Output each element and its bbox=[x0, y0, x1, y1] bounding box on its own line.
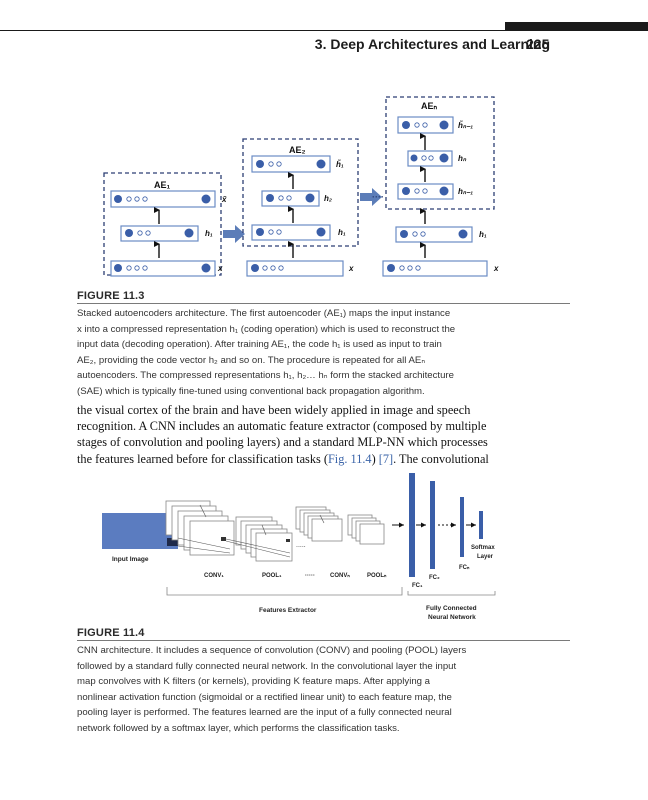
fc1-label: FC₁ bbox=[412, 583, 423, 589]
ae1-x-label: x bbox=[217, 264, 223, 273]
body-text-span: the features learned before for classifi… bbox=[77, 452, 328, 466]
figure-11-3-caption: Stacked autoencoders architecture. The f… bbox=[77, 306, 570, 400]
body-line: recognition. A CNN includes an automatic… bbox=[77, 418, 571, 434]
aen-hn1tilde-label: h̃ₙ₋₁ bbox=[458, 121, 473, 130]
pooln-feature-maps bbox=[348, 515, 384, 544]
body-text-span: . The convolutional bbox=[393, 452, 489, 466]
body-line: stages of convolution and pooling layers… bbox=[77, 434, 571, 450]
svg-text:.....: ..... bbox=[296, 542, 306, 549]
pool1-feature-maps bbox=[236, 517, 292, 561]
ae2-title: AE₂ bbox=[289, 145, 306, 155]
ae2-x-input-layer bbox=[247, 261, 343, 276]
ae1-xhat-label: x̃ bbox=[221, 195, 227, 204]
softmax-label-2: Layer bbox=[477, 554, 494, 560]
aen-title: AEₙ bbox=[421, 101, 438, 111]
figure-11-4-label: FIGURE 11.4 bbox=[77, 627, 145, 639]
ae1-h1-label: h₁ bbox=[205, 229, 213, 238]
caption-line: network followed by a softmax layer, whi… bbox=[77, 721, 570, 737]
fully-connected-bracket bbox=[408, 591, 495, 595]
softmax-layer bbox=[479, 511, 483, 539]
caption-line: x into a compressed representation h₁ (c… bbox=[77, 322, 570, 338]
aen-x-input-layer bbox=[383, 261, 487, 276]
aen-hn-label: hₙ bbox=[458, 154, 467, 163]
ae-ellipsis: ···· bbox=[372, 192, 384, 202]
features-extractor-label: Features Extractor bbox=[259, 607, 317, 614]
stacked-autoencoder-diagram: AE₁ x̃ h₁ x AE₂ h̃₁ h₂ h₁ x bbox=[0, 0, 648, 290]
fc2-layer bbox=[430, 481, 435, 569]
caption-line: pooling layer is performed. The features… bbox=[77, 705, 570, 721]
aen-h1-label: h₁ bbox=[479, 230, 487, 239]
fully-connected-label-2: Neural Network bbox=[428, 614, 476, 621]
caption-line: autoencoders. The compressed representat… bbox=[77, 368, 570, 384]
transfer-arrow-1 bbox=[223, 225, 245, 243]
aen-hn1-label: hₙ₋₁ bbox=[458, 187, 473, 196]
pool1-label: POOL₁ bbox=[262, 573, 282, 579]
pooln-label: POOLₙ bbox=[367, 573, 387, 579]
ae1-title: AE₁ bbox=[154, 180, 171, 190]
fcn-label: FCₙ bbox=[459, 565, 470, 571]
convn-feature-maps bbox=[296, 507, 342, 541]
body-line: the visual cortex of the brain and have … bbox=[77, 402, 571, 418]
convn-label: CONVₙ bbox=[330, 573, 350, 579]
figure-reference-link[interactable]: Fig. 11.4 bbox=[328, 452, 372, 466]
ae2-h1-label: h₁ bbox=[338, 228, 346, 237]
figure-11-3-label: FIGURE 11.3 bbox=[77, 290, 145, 302]
ae2-x-label: x bbox=[348, 264, 354, 273]
ae2-h1tilde-label: h̃₁ bbox=[336, 160, 344, 169]
citation-link[interactable]: [7] bbox=[379, 452, 393, 466]
fc2-label: FC₂ bbox=[429, 575, 440, 581]
figure-11-4-rule bbox=[77, 640, 570, 641]
body-text-span: ) bbox=[372, 452, 379, 466]
softmax-label-1: Softmax bbox=[471, 545, 495, 551]
body-paragraph: the visual cortex of the brain and have … bbox=[77, 402, 571, 467]
aen-x-label: x bbox=[493, 264, 499, 273]
figure-11-4-caption: CNN architecture. It includes a sequence… bbox=[77, 643, 570, 737]
caption-line: CNN architecture. It includes a sequence… bbox=[77, 643, 570, 659]
cnn-architecture-diagram: Input Image ..... bbox=[0, 465, 648, 630]
input-image-label: Input Image bbox=[112, 556, 149, 563]
caption-line: input data (decoding operation). After t… bbox=[77, 337, 570, 353]
fully-connected-label-1: Fully Connected bbox=[426, 605, 477, 612]
caption-line: Stacked autoencoders architecture. The f… bbox=[77, 306, 570, 322]
caption-line: (SAE) which is typically fine-tuned usin… bbox=[77, 384, 570, 400]
caption-line: AE₂, providing the code vector h₂ and so… bbox=[77, 353, 570, 369]
dots-label: ····· bbox=[305, 573, 315, 579]
fcn-layer bbox=[460, 497, 464, 557]
features-extractor-bracket bbox=[167, 587, 402, 595]
fc1-layer bbox=[409, 473, 415, 577]
ae2-h2-label: h₂ bbox=[324, 194, 332, 203]
caption-line: followed by a standard fully connected n… bbox=[77, 659, 570, 675]
caption-line: nonlinear activation function (sigmoidal… bbox=[77, 690, 570, 706]
conv1-label: CONV₁ bbox=[204, 573, 224, 579]
caption-line: map convolves with K filters (or kernels… bbox=[77, 674, 570, 690]
figure-11-3-rule bbox=[77, 303, 570, 304]
